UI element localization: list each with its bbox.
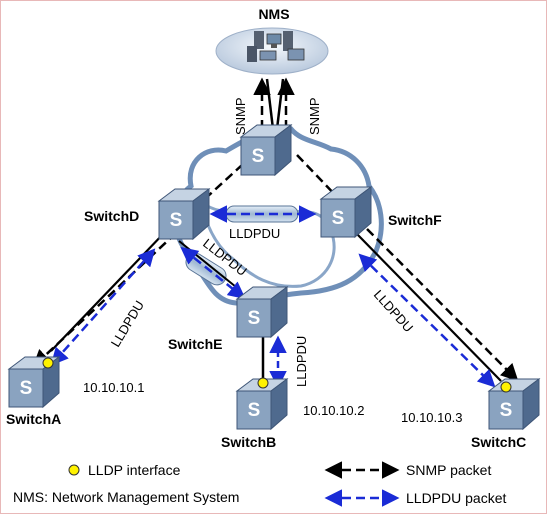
switch-label-b: SwitchB — [221, 434, 276, 450]
switch-glyph: S — [252, 146, 265, 167]
lldpdu-link-d-e — [180, 246, 246, 300]
solid-link-right — [275, 78, 285, 130]
ip-address-b: 10.10.10.2 — [303, 403, 364, 418]
lldpdu-label-e-b: LLDPDU — [294, 336, 309, 387]
server-icon — [247, 31, 305, 62]
legend: LLDP interface NMS: Network Management S… — [13, 461, 506, 507]
switch-label-e: SwitchE — [168, 336, 222, 352]
snmp-label-left: SNMP — [233, 97, 248, 135]
legend-nms-definition: NMS: Network Management System — [13, 489, 239, 505]
snmp-link-top-f — [296, 154, 342, 202]
switch-d: S — [158, 188, 210, 240]
switch-e: S — [236, 286, 288, 338]
switch-f: S — [320, 186, 372, 238]
switch-glyph: S — [248, 308, 261, 329]
switch-label-c: SwitchC — [471, 434, 526, 450]
switch-label-a: SwitchA — [6, 411, 61, 427]
lldpdu-link-f-c — [358, 253, 496, 388]
lldpdu-label-f-c: LLDPDU — [371, 287, 416, 335]
switch-glyph: S — [248, 400, 261, 421]
switch-top: S — [240, 124, 292, 176]
solid-link-left — [265, 78, 275, 130]
switch-glyph: S — [332, 208, 345, 229]
lldpdu-link-d-a — [50, 248, 156, 366]
switch-glyph: S — [170, 210, 183, 231]
ip-address-a: 10.10.10.1 — [83, 380, 144, 395]
lldpdu-label-d-a: LLDPDU — [108, 298, 147, 350]
link-f-c-solid — [355, 232, 502, 382]
lldp-interface-dot — [500, 381, 512, 393]
ip-address-c: 10.10.10.3 — [401, 410, 462, 425]
switch-glyph: S — [20, 378, 33, 399]
switch-glyph: S — [500, 400, 513, 421]
switch-label-f: SwitchF — [388, 212, 442, 228]
switch-a: S — [8, 356, 60, 408]
snmp-label-right: SNMP — [307, 97, 322, 135]
switch-label-d: SwitchD — [84, 208, 139, 224]
lldp-interface-dot — [257, 377, 269, 389]
legend-lldp-dot — [68, 464, 80, 476]
switch-c: S — [488, 378, 540, 430]
legend-snmp-packet: SNMP packet — [406, 462, 491, 478]
lldp-interface-dot — [42, 357, 54, 369]
legend-lldp-interface: LLDP interface — [88, 462, 181, 478]
lldpdu-label-d-f: LLDPDU — [229, 226, 280, 241]
nms-cloud — [215, 27, 329, 75]
nms-label: NMS — [258, 6, 289, 22]
switch-b: S — [236, 378, 288, 430]
legend-lldpdu-packet: LLDPDU packet — [406, 490, 506, 506]
